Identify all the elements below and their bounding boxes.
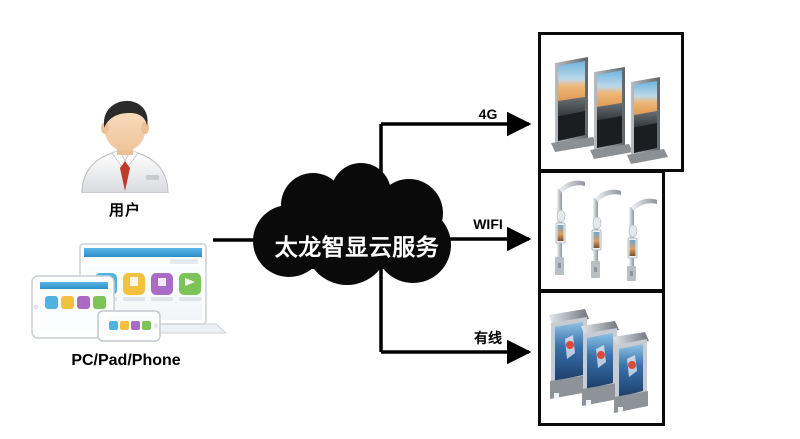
floor-standing-display-icon bbox=[551, 57, 668, 164]
endpoint-box-smart-light-pole bbox=[538, 170, 665, 292]
user-avatar-icon bbox=[81, 100, 169, 194]
laptop-tablet-phone-icon bbox=[31, 243, 228, 342]
devices-label: PC/Pad/Phone bbox=[71, 352, 181, 369]
user-avatar bbox=[60, 95, 190, 194]
devices-node: PC/Pad/Phone bbox=[20, 232, 232, 370]
devices-illustration bbox=[20, 232, 232, 350]
link-label-wifi: WIFI bbox=[473, 216, 503, 232]
cloud-shape bbox=[253, 163, 451, 285]
user-label: 用户 bbox=[108, 202, 141, 219]
endpoint-box-floor-standing-signage bbox=[538, 32, 684, 172]
user-node: 用户 bbox=[60, 95, 190, 220]
endpoint-box-outdoor-shelter-display bbox=[538, 290, 665, 426]
smart-light-pole-icon bbox=[555, 180, 657, 281]
outdoor-shelter-display-icon bbox=[549, 309, 649, 413]
link-label-4g: 4G bbox=[478, 106, 498, 122]
link-label-wired: 有线 bbox=[474, 330, 502, 346]
cloud-label: 太龙智显云服务 bbox=[274, 234, 440, 260]
